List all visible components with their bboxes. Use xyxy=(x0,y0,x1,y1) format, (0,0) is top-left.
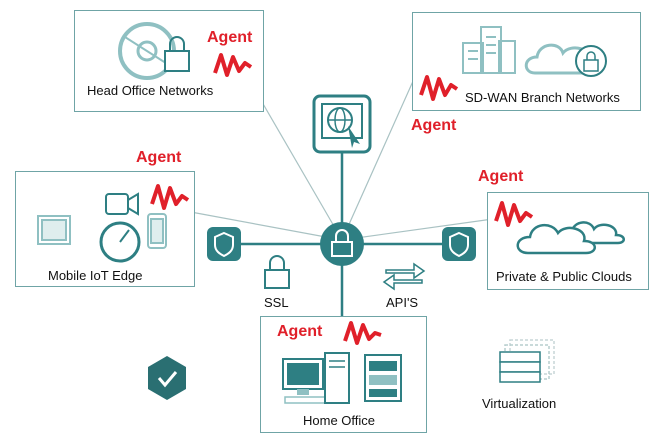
head-office-agent-label: Agent xyxy=(207,29,253,46)
ssl-label: SSL xyxy=(264,295,289,310)
agent-wave-icon xyxy=(419,75,459,101)
virtualization-label: Virtualization xyxy=(482,396,557,411)
head-office-box: Agent Head Office Networks xyxy=(74,10,264,112)
lock-icon xyxy=(164,36,190,72)
video-camera-icon xyxy=(105,192,139,216)
head-office-icons xyxy=(118,22,253,80)
agent-wave-icon xyxy=(150,184,190,210)
check-badge-icon xyxy=(148,356,186,400)
clouds-icon xyxy=(516,221,625,255)
sdwan-box: SD-WAN Branch Networks xyxy=(412,12,641,111)
phone-icon xyxy=(147,213,167,249)
mobile-iot-agent-label: Agent xyxy=(136,149,182,166)
buildings-icon xyxy=(462,26,516,74)
agent-wave-icon xyxy=(343,321,382,345)
sdwan-agent-label: Agent xyxy=(411,117,457,134)
apis-label: API'S xyxy=(386,295,419,310)
hub-lock-icon xyxy=(320,222,364,266)
mobile-iot-label: Mobile IoT Edge xyxy=(48,268,143,283)
clouds-icons xyxy=(494,201,625,255)
virtualization-stack-icon xyxy=(499,339,555,383)
api-arrows-icon xyxy=(382,262,426,291)
ssl-lock-icon xyxy=(264,255,290,289)
tablet-icon xyxy=(37,215,71,245)
home-office-box: Agent Home Office xyxy=(260,316,427,433)
agent-wave-icon xyxy=(494,201,534,227)
web-cursor-icon xyxy=(312,94,372,154)
gauge-icon xyxy=(99,221,141,263)
shield-left-icon xyxy=(207,227,241,261)
desktop-computer-icon xyxy=(282,352,350,404)
server-rack-icon xyxy=(364,354,402,402)
globe-icon xyxy=(118,22,176,80)
agent-wave-icon xyxy=(213,53,253,77)
head-office-label: Head Office Networks xyxy=(87,83,214,98)
home-office-label: Home Office xyxy=(303,413,376,428)
home-office-agent-label: Agent xyxy=(277,323,323,340)
sdwan-label: SD-WAN Branch Networks xyxy=(465,90,620,105)
mobile-iot-box: Mobile IoT Edge xyxy=(15,171,195,287)
sdwan-icons xyxy=(419,26,607,101)
cloud-lock-icon xyxy=(524,43,607,77)
clouds-label: Private & Public Clouds xyxy=(496,269,632,284)
mobile-iot-icons xyxy=(37,184,190,263)
shield-right-icon xyxy=(442,227,476,261)
home-office-icons xyxy=(282,321,402,404)
clouds-agent-label: Agent xyxy=(478,168,524,185)
clouds-box: Private & Public Clouds xyxy=(487,192,649,290)
